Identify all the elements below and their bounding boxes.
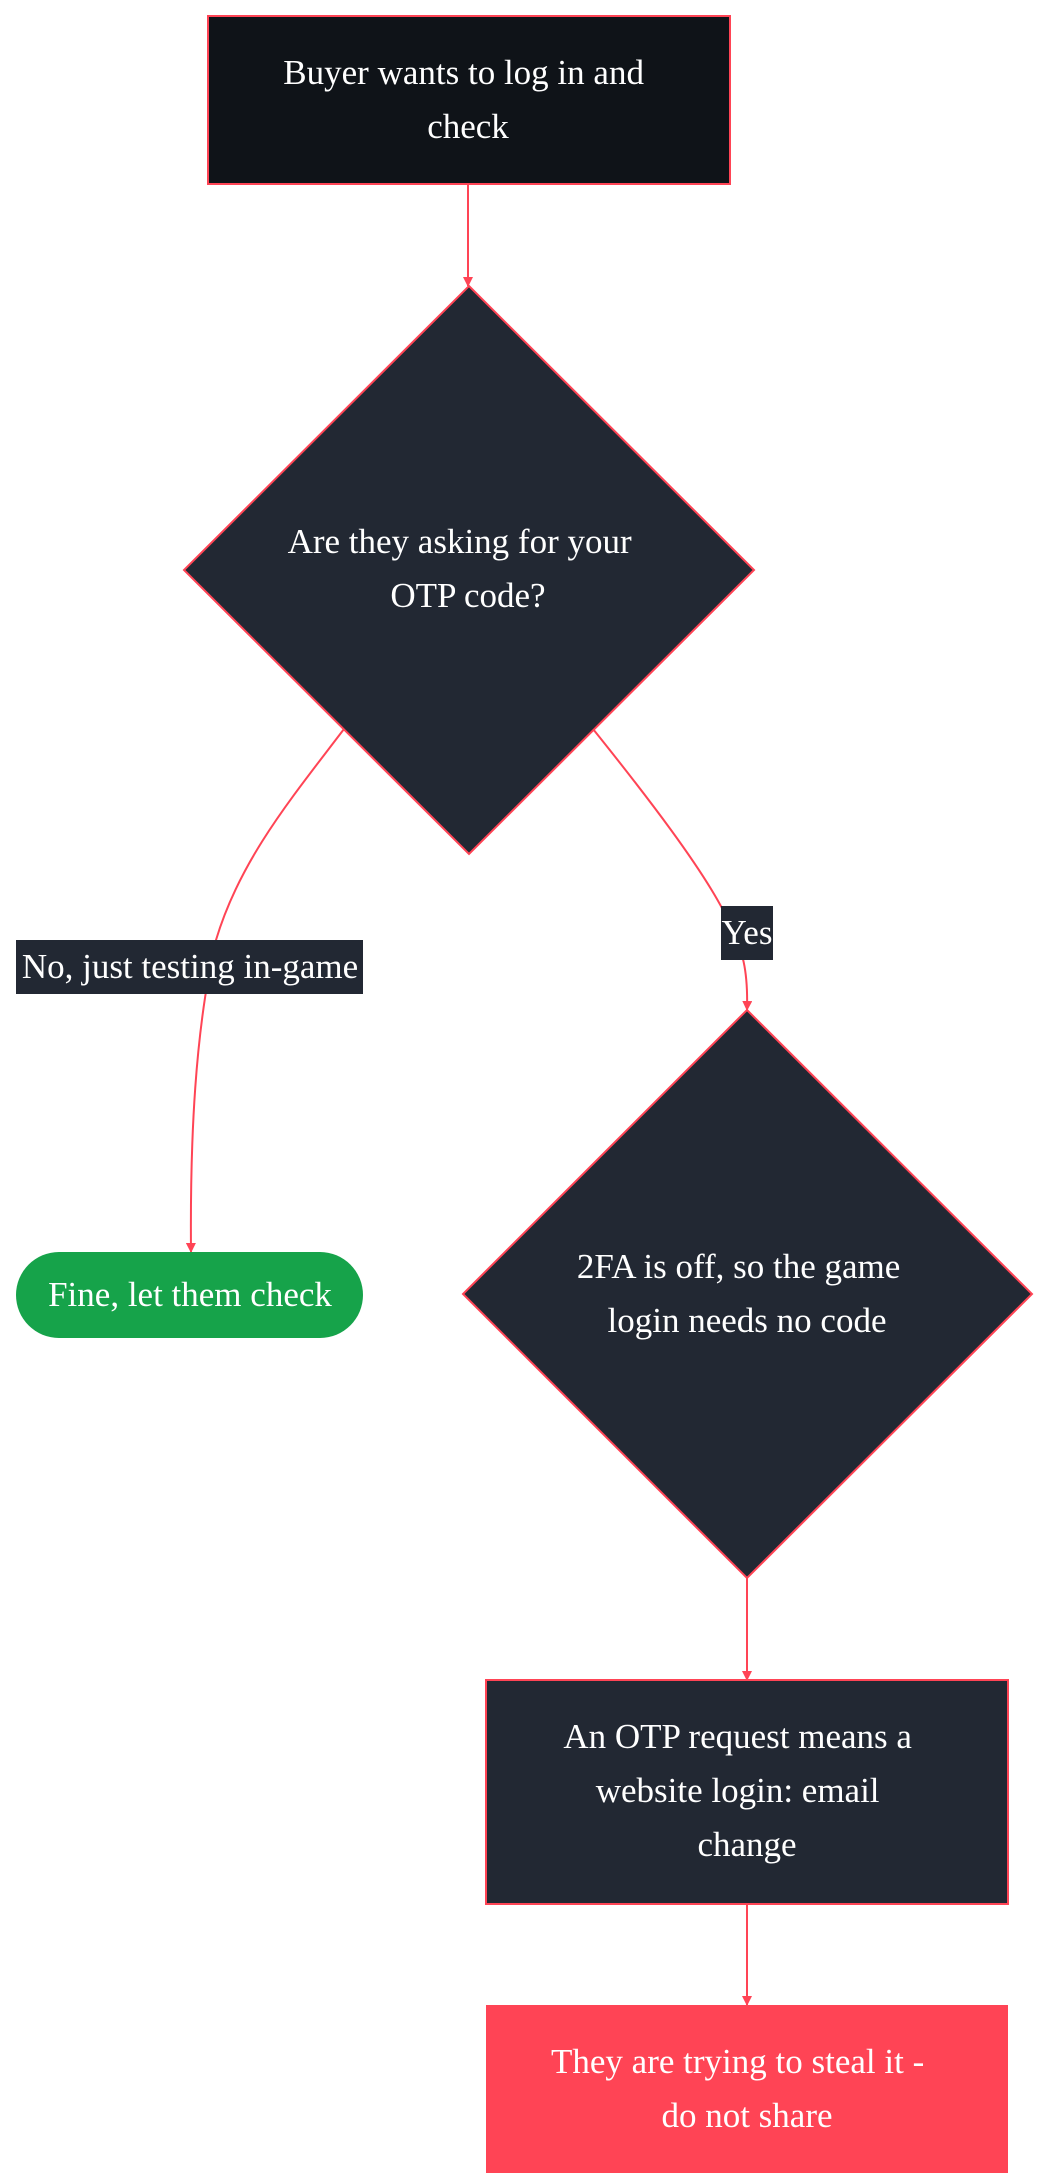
node-steal-line-2: do not share xyxy=(661,2096,832,2135)
edge-label-yes-text: Yes xyxy=(722,913,773,952)
node-otp-question-line-2: OTP code? xyxy=(390,576,545,615)
edge-otp-question-to-twofa-off xyxy=(592,728,753,1011)
node-website-login: An OTP request means a website login: em… xyxy=(485,1679,1009,1905)
node-otp-question-line-1: Are they asking for your xyxy=(288,522,632,561)
node-website-login-line-1: An OTP request means a xyxy=(563,1717,912,1756)
node-website-login-text: An OTP request means a website login: em… xyxy=(563,1717,920,1864)
edge-label-no-text: No, just testing in-game xyxy=(22,947,358,986)
node-otp-question: Are they asking for your OTP code? xyxy=(182,284,756,856)
node-start-line-1: Buyer wants to log in and xyxy=(283,53,644,92)
edge-label-no-bg xyxy=(16,940,363,994)
node-website-login-line-2: website login: email xyxy=(596,1771,880,1810)
node-website-login-line-3: change xyxy=(697,1825,796,1864)
node-website-login-box xyxy=(485,1679,1009,1905)
node-start: Buyer wants to log in and check xyxy=(207,15,731,185)
node-steal-text: They are trying to steal it - do not sha… xyxy=(551,2042,933,2135)
node-fine-text: Fine, let them check xyxy=(48,1275,332,1314)
node-start-line-2: check xyxy=(427,107,509,146)
edge-label-yes: Yes xyxy=(721,906,773,960)
node-otp-question-diamond xyxy=(182,284,756,856)
edge-label-yes-bg xyxy=(721,906,773,960)
node-start-text: Buyer wants to log in and check xyxy=(283,53,652,146)
node-steal-box xyxy=(486,2005,1008,2173)
edge-label-no: No, just testing in-game xyxy=(16,940,363,994)
node-steal: They are trying to steal it - do not sha… xyxy=(486,2005,1008,2173)
node-steal-line-1: They are trying to steal it - xyxy=(551,2042,924,2081)
node-twofa-off-line-1: 2FA is off, so the game xyxy=(577,1247,900,1286)
node-twofa-off-text: 2FA is off, so the game login needs no c… xyxy=(577,1247,909,1340)
node-twofa-off: 2FA is off, so the game login needs no c… xyxy=(461,1008,1034,1580)
node-twofa-off-line-2: login needs no code xyxy=(608,1301,887,1340)
node-fine-pill xyxy=(16,1252,363,1338)
node-start-box xyxy=(207,15,731,185)
node-otp-question-text: Are they asking for your OTP code? xyxy=(288,522,641,615)
node-fine: Fine, let them check xyxy=(16,1252,363,1338)
node-twofa-off-diamond xyxy=(461,1008,1034,1580)
